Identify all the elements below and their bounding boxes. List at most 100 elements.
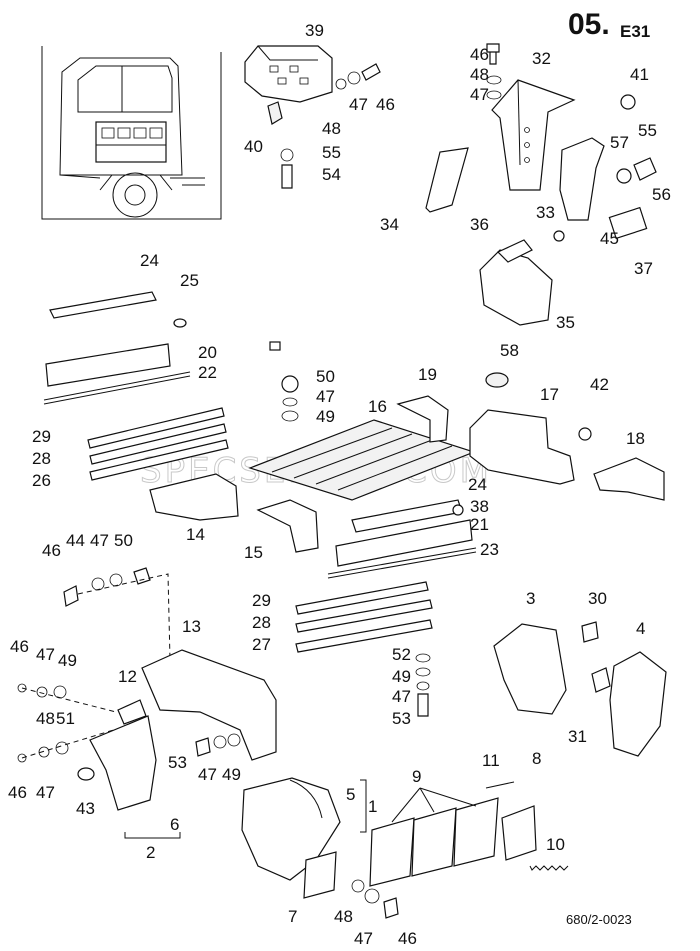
callout: 48 — [322, 119, 341, 138]
clip-31 — [591, 667, 611, 693]
callout: 46 — [42, 541, 61, 560]
callout: 27 — [252, 635, 271, 654]
callout: 29 — [252, 591, 271, 610]
callout: 58 — [500, 341, 519, 360]
callout: 36 — [470, 215, 489, 234]
plug-58 — [485, 372, 509, 388]
callout: 46 — [8, 783, 27, 802]
callout: 8 — [532, 749, 541, 768]
callout: 46 — [398, 929, 417, 948]
callout: 38 — [470, 497, 489, 516]
callout: 49 — [392, 667, 411, 686]
callout: 49 — [222, 765, 241, 784]
callout: 48 — [470, 65, 489, 84]
bolt-46 — [486, 43, 500, 65]
clip-40 — [267, 101, 283, 125]
callout: 24 — [140, 251, 159, 270]
callout: 41 — [630, 65, 649, 84]
callout: 49 — [316, 407, 335, 426]
callout: 46 — [376, 95, 395, 114]
washer-55 — [280, 148, 294, 162]
callout: 11 — [482, 751, 500, 770]
wheel-arch-13 — [141, 649, 277, 761]
callout: 9 — [412, 767, 421, 786]
section-number: 05. — [568, 8, 610, 41]
bracket-19 — [396, 395, 449, 443]
callout: 47 — [198, 765, 217, 784]
bracket-39 — [244, 45, 333, 103]
bracket-9a — [369, 817, 415, 887]
section-code: E31 — [620, 22, 650, 41]
bolt-54 — [281, 164, 293, 189]
callout: 47 — [392, 687, 411, 706]
callout: 1 — [368, 797, 377, 816]
callout: 22 — [198, 363, 217, 382]
callout: 13 — [182, 617, 201, 636]
callout: 47 — [90, 531, 109, 550]
callout: 16 — [368, 397, 387, 416]
callout: 56 — [652, 185, 671, 204]
strap-34 — [425, 147, 469, 213]
callout: 3 — [526, 589, 535, 608]
callout: 30 — [588, 589, 607, 608]
callout: 47 — [349, 95, 368, 114]
bracket-6 — [89, 715, 157, 811]
callout: 42 — [590, 375, 609, 394]
callout: 25 — [180, 271, 199, 290]
strip-26 — [89, 439, 229, 481]
callout: 47 — [354, 929, 373, 948]
bushing-43 — [77, 767, 95, 781]
callout: 46 — [470, 45, 489, 64]
callout: 45 — [600, 229, 619, 248]
bracket-9b — [411, 807, 457, 877]
callout: 32 — [532, 49, 551, 68]
callout: 47 — [36, 783, 55, 802]
strip-28-lower — [295, 599, 433, 633]
callout: 37 — [634, 259, 653, 278]
callout: 52 — [392, 645, 411, 664]
plug-25 — [173, 318, 187, 328]
callout: 47 — [316, 387, 335, 406]
callout: 57 — [610, 133, 629, 152]
bracket-20 — [45, 343, 171, 387]
callout: 26 — [32, 471, 51, 490]
panel-17 — [469, 409, 575, 485]
callout: 48 — [36, 709, 55, 728]
callout: 12 — [118, 667, 137, 686]
callout: 23 — [480, 540, 499, 559]
bracket-9c — [453, 797, 499, 867]
strip-27 — [295, 619, 433, 653]
clip-30 — [581, 621, 599, 643]
bracket-4 — [609, 651, 667, 757]
callout-labels: 39 46 47 48 46 32 41 40 48 47 55 54 34 5… — [8, 21, 671, 948]
plate-37 — [608, 206, 648, 240]
callout: 21 — [470, 515, 489, 534]
bracket-8 — [501, 805, 537, 861]
callout: 49 — [58, 651, 77, 670]
bracket-33 — [559, 137, 605, 221]
strip-29-lower — [295, 581, 429, 615]
callout: 29 — [32, 427, 51, 446]
bracket-35 — [479, 249, 553, 326]
strip-29 — [87, 407, 225, 449]
callout: 28 — [252, 613, 271, 632]
callout: 33 — [536, 203, 555, 222]
callout: 40 — [244, 137, 263, 156]
strip-28 — [89, 423, 227, 465]
callout: 6 — [170, 815, 179, 834]
bracket-32 — [491, 79, 576, 191]
callout: 53 — [168, 753, 187, 772]
bracket-14 — [149, 473, 239, 521]
callout: 15 — [244, 543, 263, 562]
callout: 17 — [540, 385, 559, 404]
callout: 4 — [636, 619, 645, 638]
callout: 35 — [556, 313, 575, 332]
rail-24-top — [49, 291, 157, 319]
bracket-21 — [335, 519, 473, 567]
callout: 47 — [36, 645, 55, 664]
drawing-number: 680/2-0023 — [566, 912, 632, 927]
callout: 47 — [470, 85, 489, 104]
callout: 20 — [198, 343, 217, 362]
callout: 24 — [468, 475, 487, 494]
